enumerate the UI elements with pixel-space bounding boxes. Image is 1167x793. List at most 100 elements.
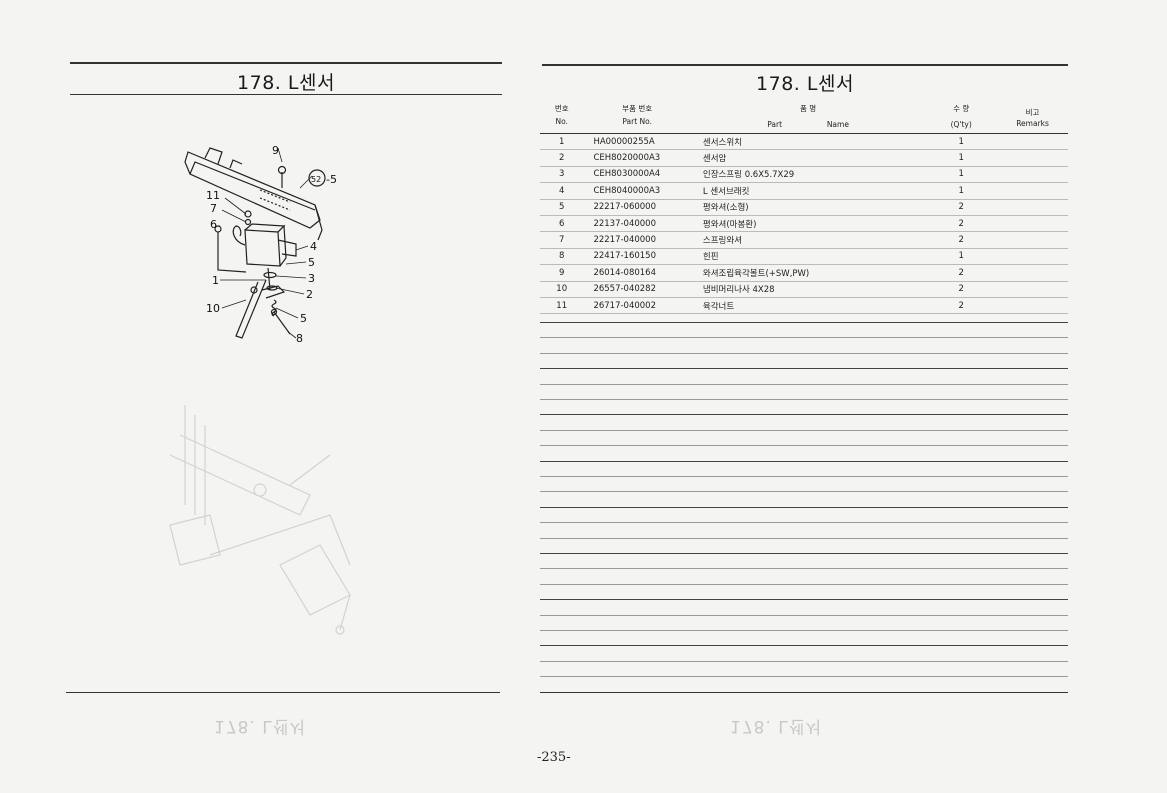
row-name: 평와셔(마봉환) (690, 215, 926, 233)
ruled-line (540, 614, 1068, 616)
row-name: 육각너트 (690, 297, 926, 315)
row-no: 11 (540, 297, 584, 315)
row-no: 3 (540, 166, 584, 184)
ruled-line (540, 645, 1068, 647)
page-number: -235- (537, 750, 571, 765)
callout-2: 2 (306, 288, 313, 301)
callout-52: 52 (311, 175, 321, 184)
row-qty: 1 (925, 182, 998, 200)
ruled-line (540, 583, 1068, 585)
top-rule-thick (70, 62, 502, 64)
parts-table: 번호 No. 부품 번호 Part No. 품 명 Part Name (540, 100, 1068, 315)
row-qty: 2 (925, 264, 998, 282)
row-no: 10 (540, 281, 584, 298)
callout-1: 1 (212, 274, 219, 287)
row-remarks (997, 182, 1068, 200)
row-name: 스프링와셔 (690, 231, 926, 249)
row-remarks (997, 264, 1068, 282)
row-qty: 2 (925, 199, 998, 216)
row-name: 센서스위치 (690, 133, 926, 151)
row-part-no: CEH8030000A4 (583, 166, 691, 184)
row-name: 센서암 (690, 149, 926, 167)
row-remarks (997, 199, 1068, 216)
row-part-no: CEH8020000A3 (583, 149, 691, 167)
show-through-drawing (169, 405, 351, 635)
callout-5-upper: 5 (308, 256, 315, 269)
row-remarks (997, 248, 1068, 266)
row-qty: 1 (925, 149, 998, 167)
bottom-rule-right (540, 692, 1068, 694)
callout-3: 3 (308, 272, 315, 285)
bottom-rule (66, 692, 500, 694)
row-part-no: 26717-040002 (583, 297, 691, 315)
ruled-line (540, 368, 1068, 370)
ruled-line (540, 337, 1068, 339)
row-no: 1 (540, 133, 584, 151)
exploded-parts-diagram: 9 52 -5 11 7 6 4 5 3 1 2 10 5 8 (184, 144, 337, 345)
ruled-line (540, 522, 1068, 524)
row-part-no: 22217-060000 (583, 199, 691, 216)
left-page: 178. L센서 (0, 0, 560, 793)
ruled-line (540, 414, 1068, 416)
row-part-no: 26014-080164 (583, 264, 691, 282)
ruled-line (540, 476, 1068, 477)
row-qty: 2 (925, 215, 998, 233)
row-name: L 센서브래킷 (690, 182, 926, 200)
right-page-title: 178. L센서 (756, 73, 854, 95)
row-remarks (997, 133, 1068, 151)
row-no: 7 (540, 231, 584, 249)
left-page-title: 178. L센서 (237, 72, 335, 94)
table-header-row: 번호 No. 부품 번호 Part No. 품 명 Part Name (540, 100, 1068, 134)
title-rule (70, 94, 502, 95)
header-no: 번호 No. (554, 104, 569, 126)
row-qty: 2 (925, 281, 998, 298)
row-remarks (997, 166, 1068, 184)
ruled-line (540, 660, 1068, 662)
row-remarks (997, 281, 1068, 298)
row-part-no: CEH8040000A3 (583, 182, 691, 200)
callout-4: 4 (310, 240, 317, 253)
header-qty: 수 량 (Q'ty) (950, 104, 972, 129)
row-qty: 1 (925, 166, 998, 184)
row-no: 8 (540, 248, 584, 266)
ruled-line (540, 445, 1068, 447)
ruled-line (540, 352, 1068, 354)
ruled-line (540, 506, 1068, 508)
ruled-line (540, 429, 1068, 431)
callout-9: 9 (272, 144, 279, 157)
ruled-line (540, 322, 1068, 323)
ruled-line (540, 491, 1068, 493)
row-part-no: HA00000255A (583, 133, 691, 151)
row-name: 인장스프링 0.6X5.7X29 (690, 166, 926, 184)
mirrored-footer-right: 178. L센서 (730, 716, 823, 736)
row-no: 9 (540, 264, 584, 282)
ruled-line (540, 537, 1068, 539)
row-remarks (997, 231, 1068, 249)
row-no: 5 (540, 199, 584, 216)
ruled-line (540, 630, 1068, 631)
row-name: 평와셔(소형) (690, 199, 926, 216)
row-remarks (997, 149, 1068, 167)
row-qty: 1 (925, 248, 998, 266)
row-qty: 2 (925, 297, 998, 315)
row-part-no: 26557-040282 (583, 281, 691, 298)
callout-7: 7 (210, 202, 217, 215)
callout-8: 8 (296, 332, 303, 345)
ruled-line (540, 460, 1068, 462)
callout-5-lower: 5 (300, 312, 307, 325)
callout-10: 10 (206, 302, 220, 315)
top-rule-thick-right (542, 64, 1068, 66)
row-qty: 2 (925, 231, 998, 249)
